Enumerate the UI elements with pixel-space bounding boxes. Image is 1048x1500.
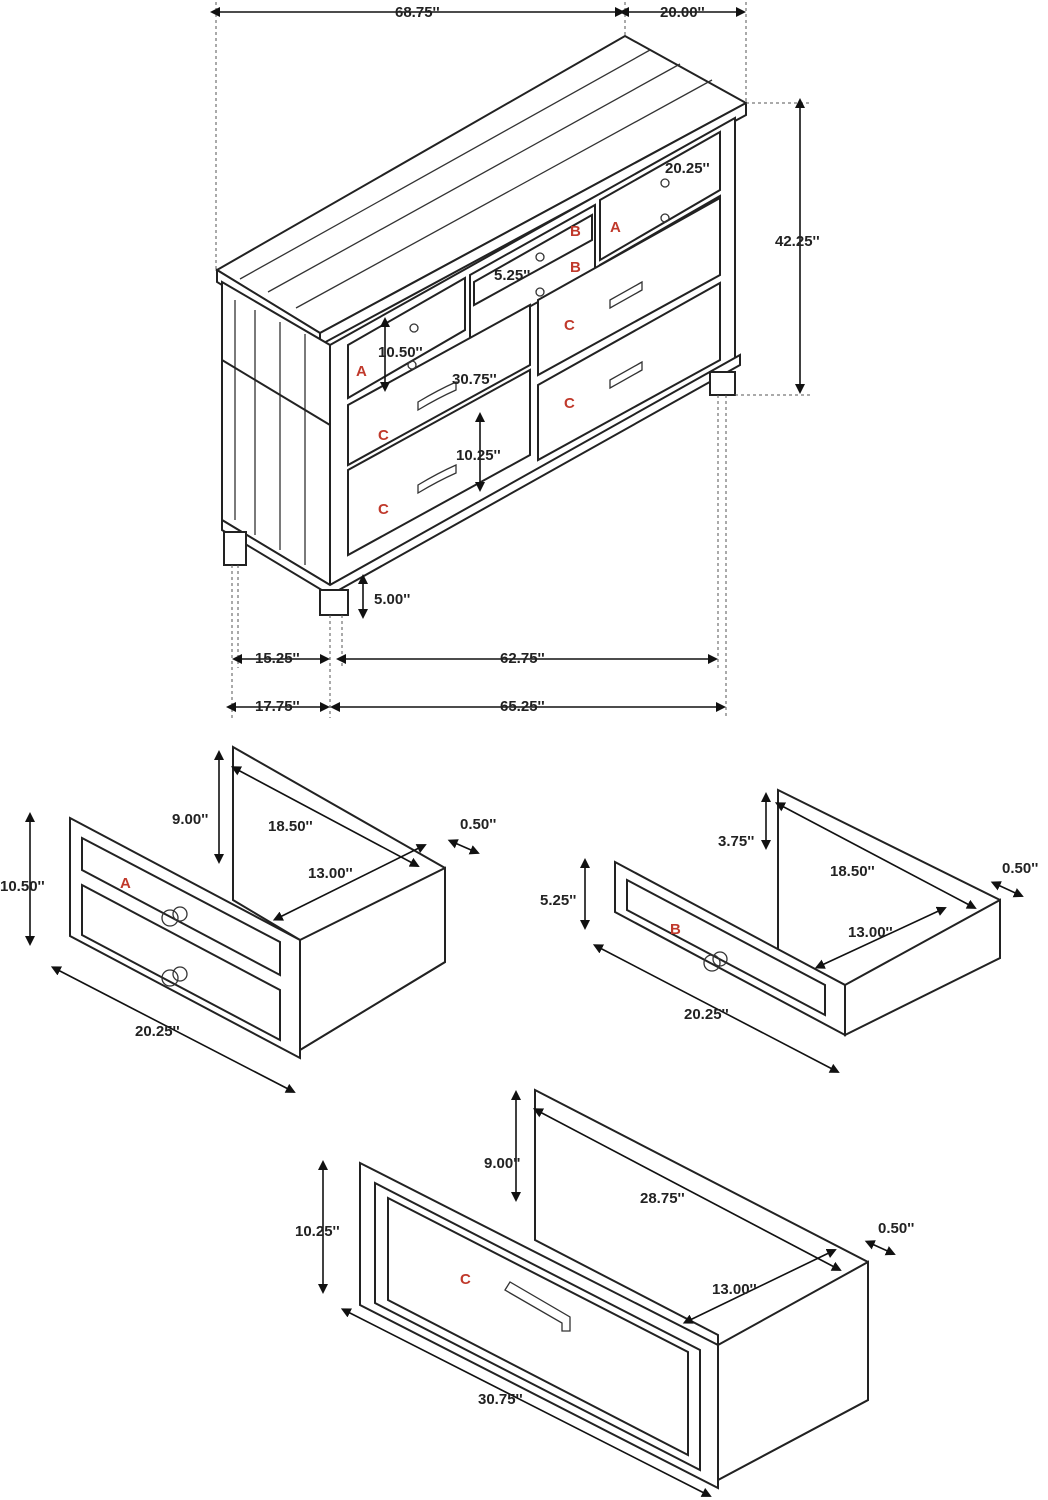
drawer-c-letter: C (460, 1271, 471, 1288)
drawer-label-a-2: A (610, 219, 621, 236)
drawer-label-c-4: C (378, 501, 389, 518)
drawer-c-thickness: 0.50'' (878, 1220, 914, 1237)
drawer-label-c-1: C (564, 317, 575, 334)
drawer-c-inner-width: 13.00'' (712, 1281, 757, 1298)
drawer-label-c-2: C (564, 395, 575, 412)
drawer-a-thickness: 0.50'' (460, 816, 496, 833)
dresser-drawer-c-width-label: 30.75'' (452, 371, 497, 388)
drawer-label-a-1: A (356, 363, 367, 380)
drawer-b-inner-depth: 18.50'' (830, 863, 875, 880)
drawer-b-inner-height: 3.75'' (718, 833, 754, 850)
drawer-b-inner-width: 13.00'' (848, 924, 893, 941)
drawer-a-letter: A (120, 875, 131, 892)
drawer-label-c-3: C (378, 427, 389, 444)
dresser-drawer-b-height-label: 5.25'' (494, 267, 530, 284)
overall-height-label: 42.25'' (775, 233, 820, 250)
dresser-drawer-a-height-label: 10.50'' (378, 344, 423, 361)
drawer-a-width: 20.25'' (135, 1023, 180, 1040)
drawer-a-inner-height: 9.00'' (172, 811, 208, 828)
leg-height-label: 5.00'' (374, 591, 410, 608)
drawer-c-inner-depth: 28.75'' (640, 1190, 685, 1207)
drawer-a-illustration (25, 745, 480, 1093)
drawer-c-illustration (318, 1088, 896, 1497)
drawer-a-inner-depth: 18.50'' (268, 818, 313, 835)
drawer-c-width: 30.75'' (478, 1391, 523, 1408)
overall-dimension-lines (210, 2, 812, 718)
drawer-b-thickness: 0.50'' (1002, 860, 1038, 877)
drawer-c-height: 10.25'' (295, 1223, 340, 1240)
overall-depth-label: 20.00'' (660, 4, 705, 21)
base-depth-label: 17.75'' (255, 698, 300, 715)
drawer-label-b-2: B (570, 259, 581, 276)
base-width-label: 65.25'' (500, 698, 545, 715)
drawer-label-b-1: B (570, 223, 581, 240)
inner-depth-label: 15.25'' (255, 650, 300, 667)
dresser-drawer-c-height-label: 10.25'' (456, 447, 501, 464)
drawer-b-height: 5.25'' (540, 892, 576, 909)
drawer-b-illustration (580, 788, 1024, 1073)
drawer-b-letter: B (670, 921, 681, 938)
overall-width-label: 68.75'' (395, 4, 440, 21)
dresser-illustration (215, 34, 749, 616)
inner-width-label: 62.75'' (500, 650, 545, 667)
drawer-a-height: 10.50'' (0, 878, 45, 895)
dresser-drawer-ab-width-label: 20.25'' (665, 160, 710, 177)
drawer-b-width: 20.25'' (684, 1006, 729, 1023)
drawer-a-inner-width: 13.00'' (308, 865, 353, 882)
drawer-c-inner-height: 9.00'' (484, 1155, 520, 1172)
